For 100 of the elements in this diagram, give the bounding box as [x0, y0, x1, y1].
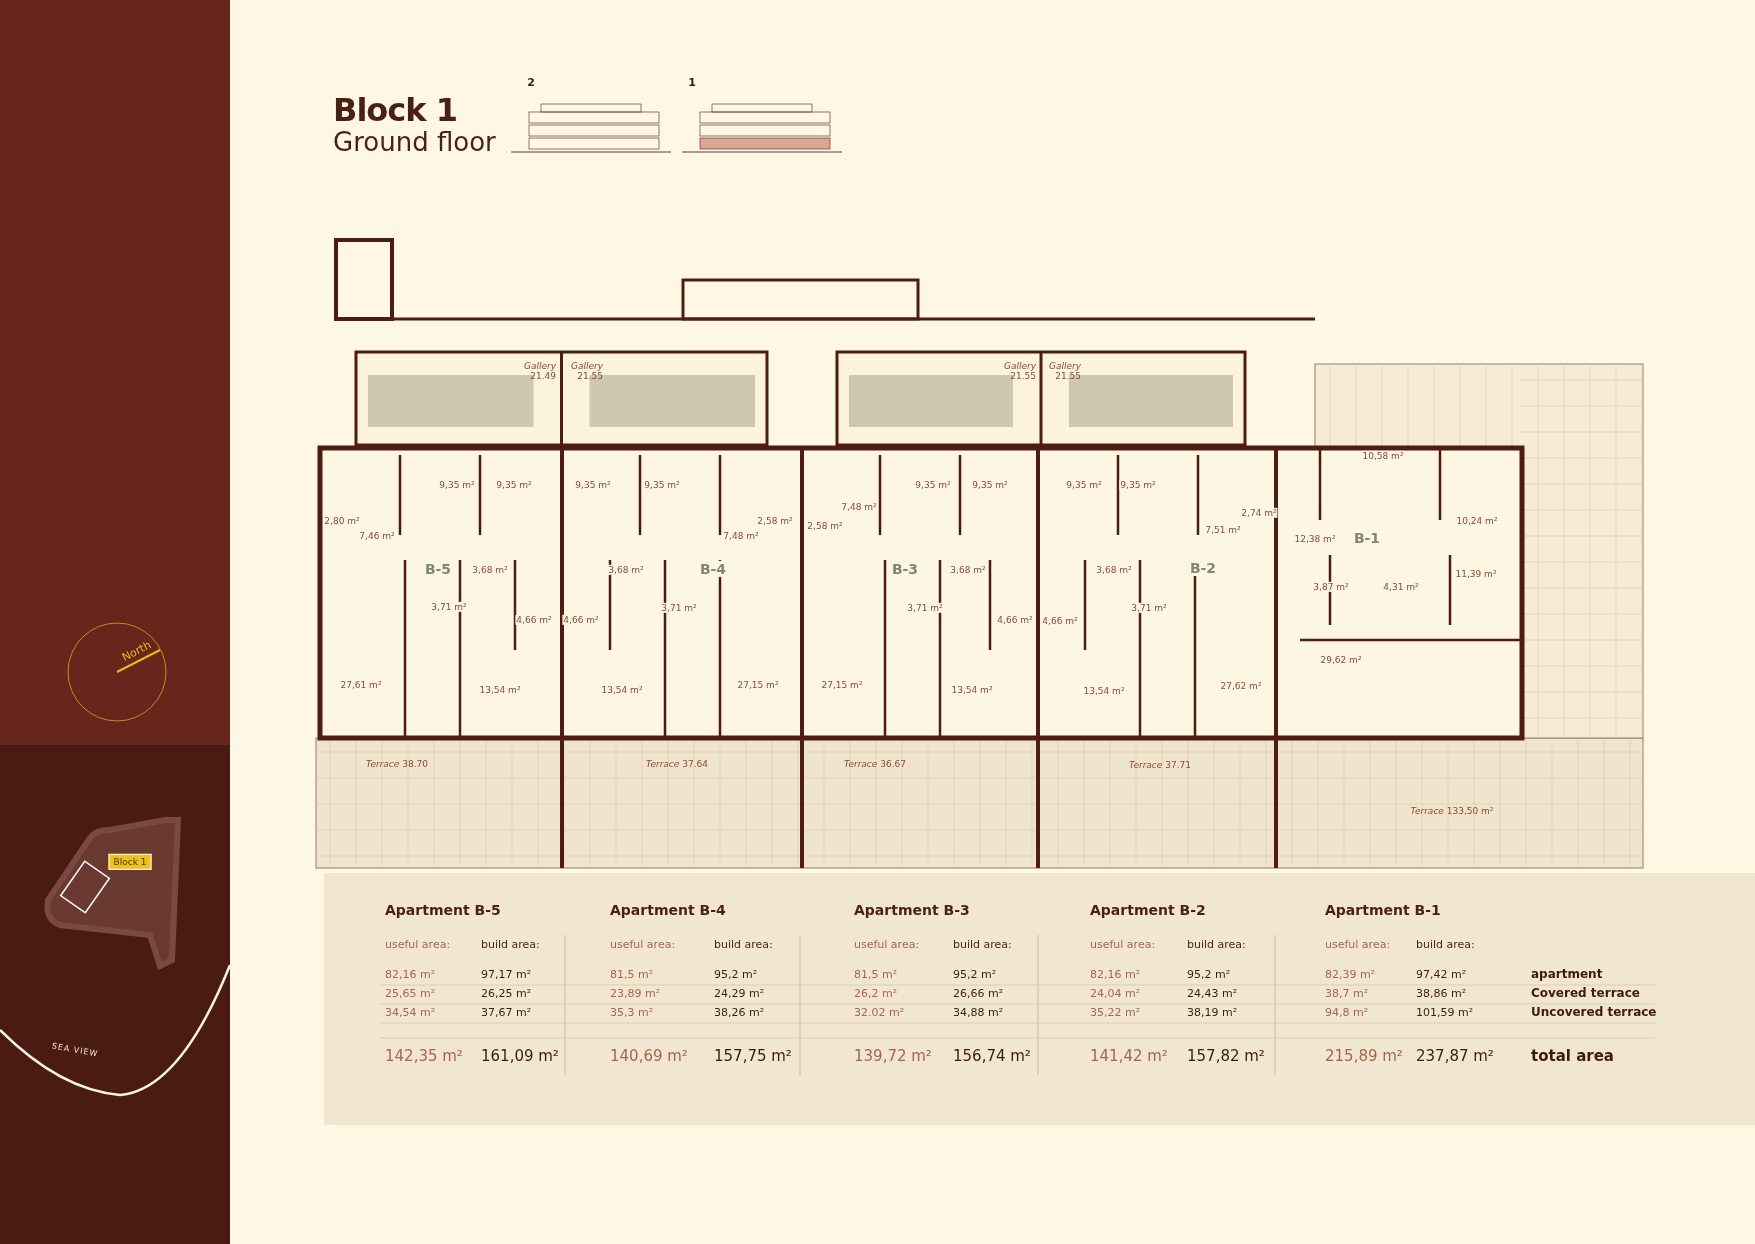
table-cell: 82,39 m² [1325, 968, 1376, 982]
row-label: Uncovered terrace [1531, 1006, 1657, 1020]
column-subheading: build area: [953, 938, 1012, 952]
room-area: 4,31 m² [1382, 581, 1420, 593]
table-cell: 81,5 m² [854, 968, 898, 982]
table-cell: 140,69 m² [610, 1048, 688, 1066]
table-cell: 37,67 m² [481, 1006, 532, 1020]
subtitle: Ground floor [333, 128, 496, 158]
room-area: 9,35 m² [1065, 479, 1103, 491]
room-area: 3,71 m² [1130, 602, 1168, 614]
terrace-label: Terrace 38.70 [366, 758, 428, 770]
table-cell: 215,89 m² [1325, 1048, 1403, 1066]
room-area: 3,68 m² [471, 564, 509, 576]
room-area: 12,38 m² [1293, 533, 1337, 545]
terrace-label: Terrace 37.71 [1129, 759, 1191, 771]
column-subheading: useful area: [610, 938, 676, 952]
column-subheading: build area: [714, 938, 773, 952]
room-area: 2,74 m² [1240, 507, 1278, 519]
column-heading: Apartment B-1 [1325, 901, 1441, 919]
room-area: 2,58 m² [806, 520, 844, 532]
column-subheading: useful area: [1090, 938, 1156, 952]
room-area: 4,66 m² [996, 614, 1034, 626]
gallery-label: Gallery 21.55 [1002, 362, 1036, 382]
table-cell: 23,89 m² [610, 987, 661, 1001]
table-cell: 26,25 m² [481, 987, 532, 1001]
room-area: 7,51 m² [1204, 524, 1242, 536]
gallery-label: Gallery 21.55 [1047, 362, 1081, 382]
table-cell: 97,17 m² [481, 968, 532, 982]
room-area: 3,71 m² [906, 602, 944, 614]
room-area: 27,15 m² [820, 679, 864, 691]
room-area: 10,58 m² [1361, 450, 1405, 462]
table-cell: 82,16 m² [385, 968, 436, 982]
room-area: 4,66 m² [515, 614, 553, 626]
gallery-label: Gallery 21.55 [569, 362, 603, 382]
table-cell: 141,42 m² [1090, 1048, 1168, 1066]
table-cell: 24,04 m² [1090, 987, 1141, 1001]
column-subheading: useful area: [385, 938, 451, 952]
table-cell: 156,74 m² [953, 1048, 1031, 1066]
table-cell: 35,22 m² [1090, 1006, 1141, 1020]
room-area: 13,54 m² [950, 684, 994, 696]
room-area: 9,35 m² [1119, 479, 1157, 491]
column-heading: Apartment B-4 [610, 901, 726, 919]
room-area: 3,68 m² [949, 564, 987, 576]
table-cell: 157,82 m² [1187, 1048, 1265, 1066]
room-area: 2,58 m² [756, 515, 794, 527]
table-cell: 142,35 m² [385, 1048, 463, 1066]
room-area: 13,54 m² [600, 684, 644, 696]
room-area: 3,71 m² [430, 601, 468, 613]
column-subheading: build area: [1416, 938, 1475, 952]
table-cell: 26,2 m² [854, 987, 898, 1001]
sea-view-label: SEA VIEW [51, 1041, 99, 1059]
terrace-label: Terrace 37.64 [646, 758, 708, 770]
room-area: 3,68 m² [1095, 564, 1133, 576]
table-cell: 237,87 m² [1416, 1048, 1494, 1066]
table-cell: 32.02 m² [854, 1006, 905, 1020]
room-area: 13,54 m² [1082, 685, 1126, 697]
room-area: 9,35 m² [971, 479, 1009, 491]
room-area: 3,71 m² [660, 602, 698, 614]
table-cell: 81,5 m² [610, 968, 654, 982]
terrace-label: Terrace 133,50 m² [1410, 805, 1494, 817]
gallery-label: Gallery 21.49 [522, 362, 556, 382]
room-area: 9,35 m² [438, 479, 476, 491]
room-area: 9,35 m² [495, 479, 533, 491]
table-cell: 34,88 m² [953, 1006, 1004, 1020]
table-cell: 38,26 m² [714, 1006, 765, 1020]
column-subheading: build area: [1187, 938, 1246, 952]
table-cell: 38,86 m² [1416, 987, 1467, 1001]
column-subheading: useful area: [1325, 938, 1391, 952]
room-area: 27,15 m² [736, 679, 780, 691]
table-cell: 95,2 m² [953, 968, 997, 982]
table-cell: 161,09 m² [481, 1048, 559, 1066]
table-cell: 139,72 m² [854, 1048, 932, 1066]
room-area: 4,66 m² [1041, 615, 1079, 627]
row-label: Covered terrace [1531, 987, 1640, 1001]
table-cell: 101,59 m² [1416, 1006, 1474, 1020]
terrace-label: Terrace 36.67 [844, 758, 906, 770]
room-area: 7,48 m² [722, 530, 760, 542]
room-area: 11,39 m² [1454, 568, 1498, 580]
room-area: 3,68 m² [607, 564, 645, 576]
table-cell: 95,2 m² [1187, 968, 1231, 982]
table-cell: 35,3 m² [610, 1006, 654, 1020]
table-cell: 95,2 m² [714, 968, 758, 982]
table-cell: 34,54 m² [385, 1006, 436, 1020]
row-label: total area [1531, 1048, 1614, 1066]
table-cell: 82,16 m² [1090, 968, 1141, 982]
column-heading: Apartment B-3 [854, 901, 970, 919]
room-area: 4,66 m² [562, 614, 600, 626]
room-area: 9,35 m² [914, 479, 952, 491]
column-subheading: build area: [481, 938, 540, 952]
room-area: 9,35 m² [643, 479, 681, 491]
table-cell: 26,66 m² [953, 987, 1004, 1001]
column-subheading: useful area: [854, 938, 920, 952]
table-cell: 97,42 m² [1416, 968, 1467, 982]
room-area: 27,62 m² [1219, 680, 1263, 692]
elevation-number: 1 [688, 76, 696, 90]
table-cell: 38,19 m² [1187, 1006, 1238, 1020]
elevation-number: 2 [527, 76, 535, 90]
room-area: 7,46 m² [358, 530, 396, 542]
block-tag: Block 1 [108, 853, 152, 871]
row-label: apartment [1531, 968, 1603, 982]
